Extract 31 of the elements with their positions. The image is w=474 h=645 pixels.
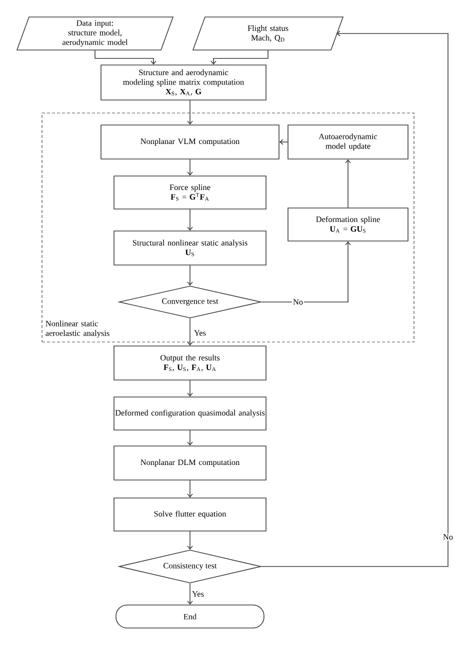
process-box: Force spline F$_{S}$ = G$^{T}$F$_{A}$ [114, 176, 266, 210]
arrow [187, 209, 193, 231]
arrow [187, 159, 193, 176]
arrow [210, 50, 268, 65]
arrow [94, 50, 156, 65]
arrow [187, 531, 193, 550]
edge-label: Yes [193, 329, 207, 337]
arrow [261, 30, 448, 567]
terminal-box: End [116, 604, 264, 628]
arrow [187, 380, 193, 397]
arrow [187, 480, 193, 498]
arrow [187, 583, 193, 605]
process-box: Deformed configuration quasimodal analysis [114, 396, 266, 430]
arrow [261, 241, 351, 302]
process-box: Nonplanar VLM computation [100, 124, 280, 160]
process-box: Solve flutter equation [114, 498, 266, 532]
arrow [187, 318, 193, 346]
process-box: Nonplanar DLM computation [114, 446, 266, 480]
process-box: Structural nonlinear static analysis U$_{S}$ [114, 230, 266, 266]
arrow [345, 159, 351, 208]
process-box: Output the results F$_{S}$, U$_{S}$, F$_{A}$, U$_{A}$ [114, 346, 266, 380]
arrow [187, 265, 193, 286]
arrow [279, 139, 288, 145]
process-box: Autoaerodynamic model update [288, 124, 408, 160]
arrow [187, 100, 193, 125]
edge-label: No [292, 298, 304, 306]
process-box: Deformation spline U$_{A}$ = GU$_{S}$ [288, 208, 408, 242]
edge-label: No [442, 533, 454, 541]
edge-label: Yes [191, 590, 205, 598]
process-box: Structure and aerodynamic modeling spline matrix computation X$_{S}$, X$_{A}$, G [100, 64, 266, 100]
arrow [187, 430, 193, 446]
